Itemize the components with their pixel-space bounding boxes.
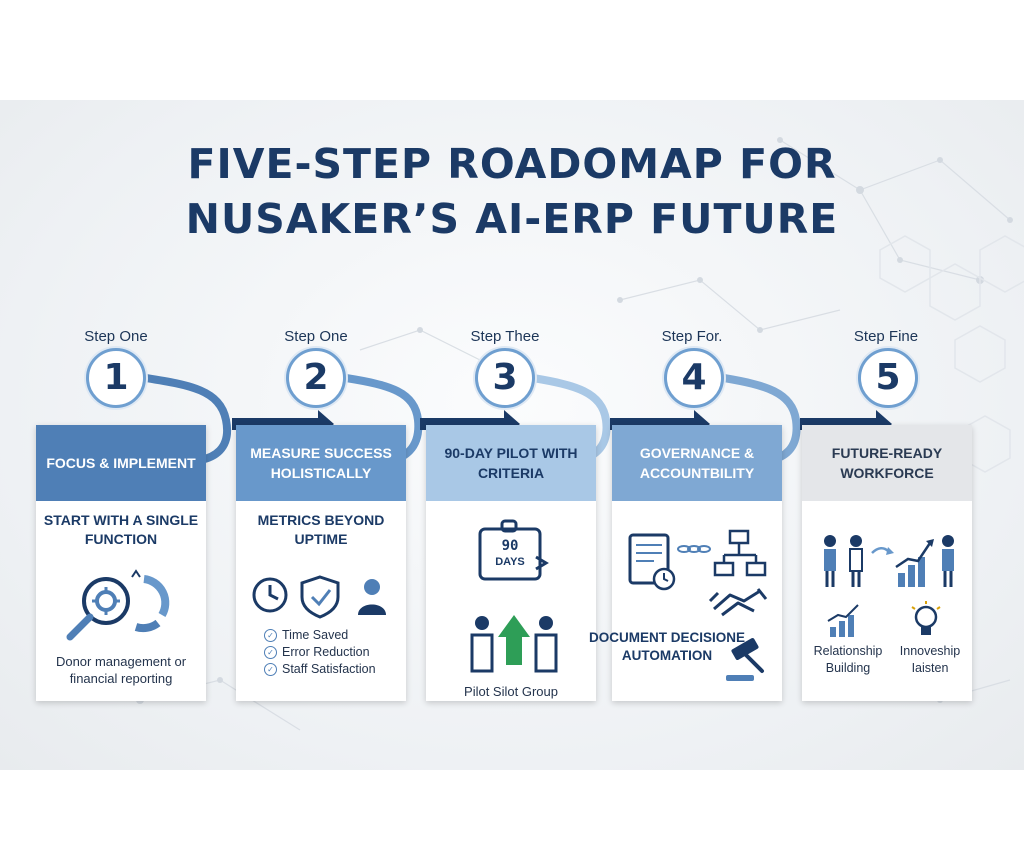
growth-chart-small-icon: [827, 604, 859, 637]
chart-icon: [895, 539, 934, 587]
check-icon: ✓: [264, 663, 277, 676]
step-5-number: 5: [858, 348, 918, 408]
check-label: Staff Satisfaction: [282, 662, 376, 676]
step-2-label: Step One: [284, 328, 348, 345]
check-label: Time Saved: [282, 628, 349, 642]
step-3-number: 3: [475, 348, 535, 408]
gavel-icon: [726, 638, 764, 681]
shield-check-icon: [300, 575, 340, 619]
clock-icon: [252, 577, 288, 613]
step-1-subtitle: START WITH A SINGLE FUNCTION: [43, 512, 199, 547]
step-3-card: 90-DAY PILOT WITH CRITERIA 90 DAYS Pilot…: [426, 425, 596, 701]
step-4-number: 4: [664, 348, 724, 408]
step-4-subtitle: DOCUMENT DECISIONE AUTOMATION: [588, 630, 745, 663]
step-4-header: GOVERNANCE & ACCOUNTBILITY: [612, 425, 782, 501]
check-item: ✓ Staff Satisfaction: [264, 661, 376, 678]
step-3-label: Step Thee: [470, 328, 540, 345]
step-5-card: FUTURE-READY WORKFORCE Relationsh: [802, 425, 972, 701]
governance-icons: [628, 529, 768, 617]
page-title-line-1: FIVE-STEP ROADOMAP FOR: [187, 140, 837, 188]
step-3-header: 90-DAY PILOT WITH CRITERIA: [426, 425, 596, 501]
page-title-line-2: NUSAKER’S AI-ERP FUTURE: [185, 195, 839, 243]
team-growth-icon: [824, 535, 954, 587]
step-4-card: GOVERNANCE & ACCOUNTBILITY DOCUMENT DECI…: [589, 425, 782, 701]
step-1-header: FOCUS & IMPLEMENT: [36, 425, 206, 501]
step-5-item-2: Innoveship Iaisten: [899, 644, 961, 675]
step-1-number: 1: [86, 348, 146, 408]
check-item: ✓ Error Reduction: [264, 644, 376, 661]
staff-icon: [358, 579, 386, 615]
step-5-header: FUTURE-READY WORKFORCE: [802, 425, 972, 501]
step-1-card: FOCUS & IMPLEMENT START WITH A SINGLE FU…: [36, 425, 206, 701]
calendar-icon: [478, 519, 549, 581]
step-2-checklist: ✓ Time Saved ✓ Error Reduction ✓ Staff Sati…: [264, 627, 376, 678]
check-icon: ✓: [264, 629, 277, 642]
check-icon: ✓: [264, 646, 277, 659]
calendar-days-number: 90: [501, 538, 519, 554]
step-3-description: Pilot Silot Group: [464, 684, 558, 699]
step-5-item-1: Relationship Building: [813, 644, 883, 675]
org-chart-icon: [713, 529, 767, 577]
step-2-subtitle: METRICS BEYOND UPTIME: [257, 512, 385, 547]
step-4-label: Step For.: [661, 328, 723, 345]
magnifier-gear-icon: [66, 569, 170, 641]
calendar-days-unit: DAYS: [495, 556, 525, 568]
step-1-description: Donor management or financial reporting: [55, 654, 187, 686]
step-2-card: MEASURE SUCCESS HOLISTICALLY METRICS BEY…: [236, 425, 406, 701]
lightbulb-icon: [911, 601, 941, 635]
check-item: ✓ Time Saved: [264, 627, 376, 644]
step-1-label: Step One: [84, 328, 148, 345]
chain-link-icon: [677, 545, 711, 553]
check-label: Error Reduction: [282, 645, 370, 659]
document-clock-icon: [628, 533, 676, 591]
metrics-icons: [252, 575, 386, 619]
handshake-icon: [708, 588, 768, 617]
step-5-label: Step Fine: [853, 328, 919, 345]
step-2-number: 2: [286, 348, 346, 408]
step-2-header: MEASURE SUCCESS HOLISTICALLY: [236, 425, 406, 501]
people-growth-icon: [470, 615, 558, 673]
